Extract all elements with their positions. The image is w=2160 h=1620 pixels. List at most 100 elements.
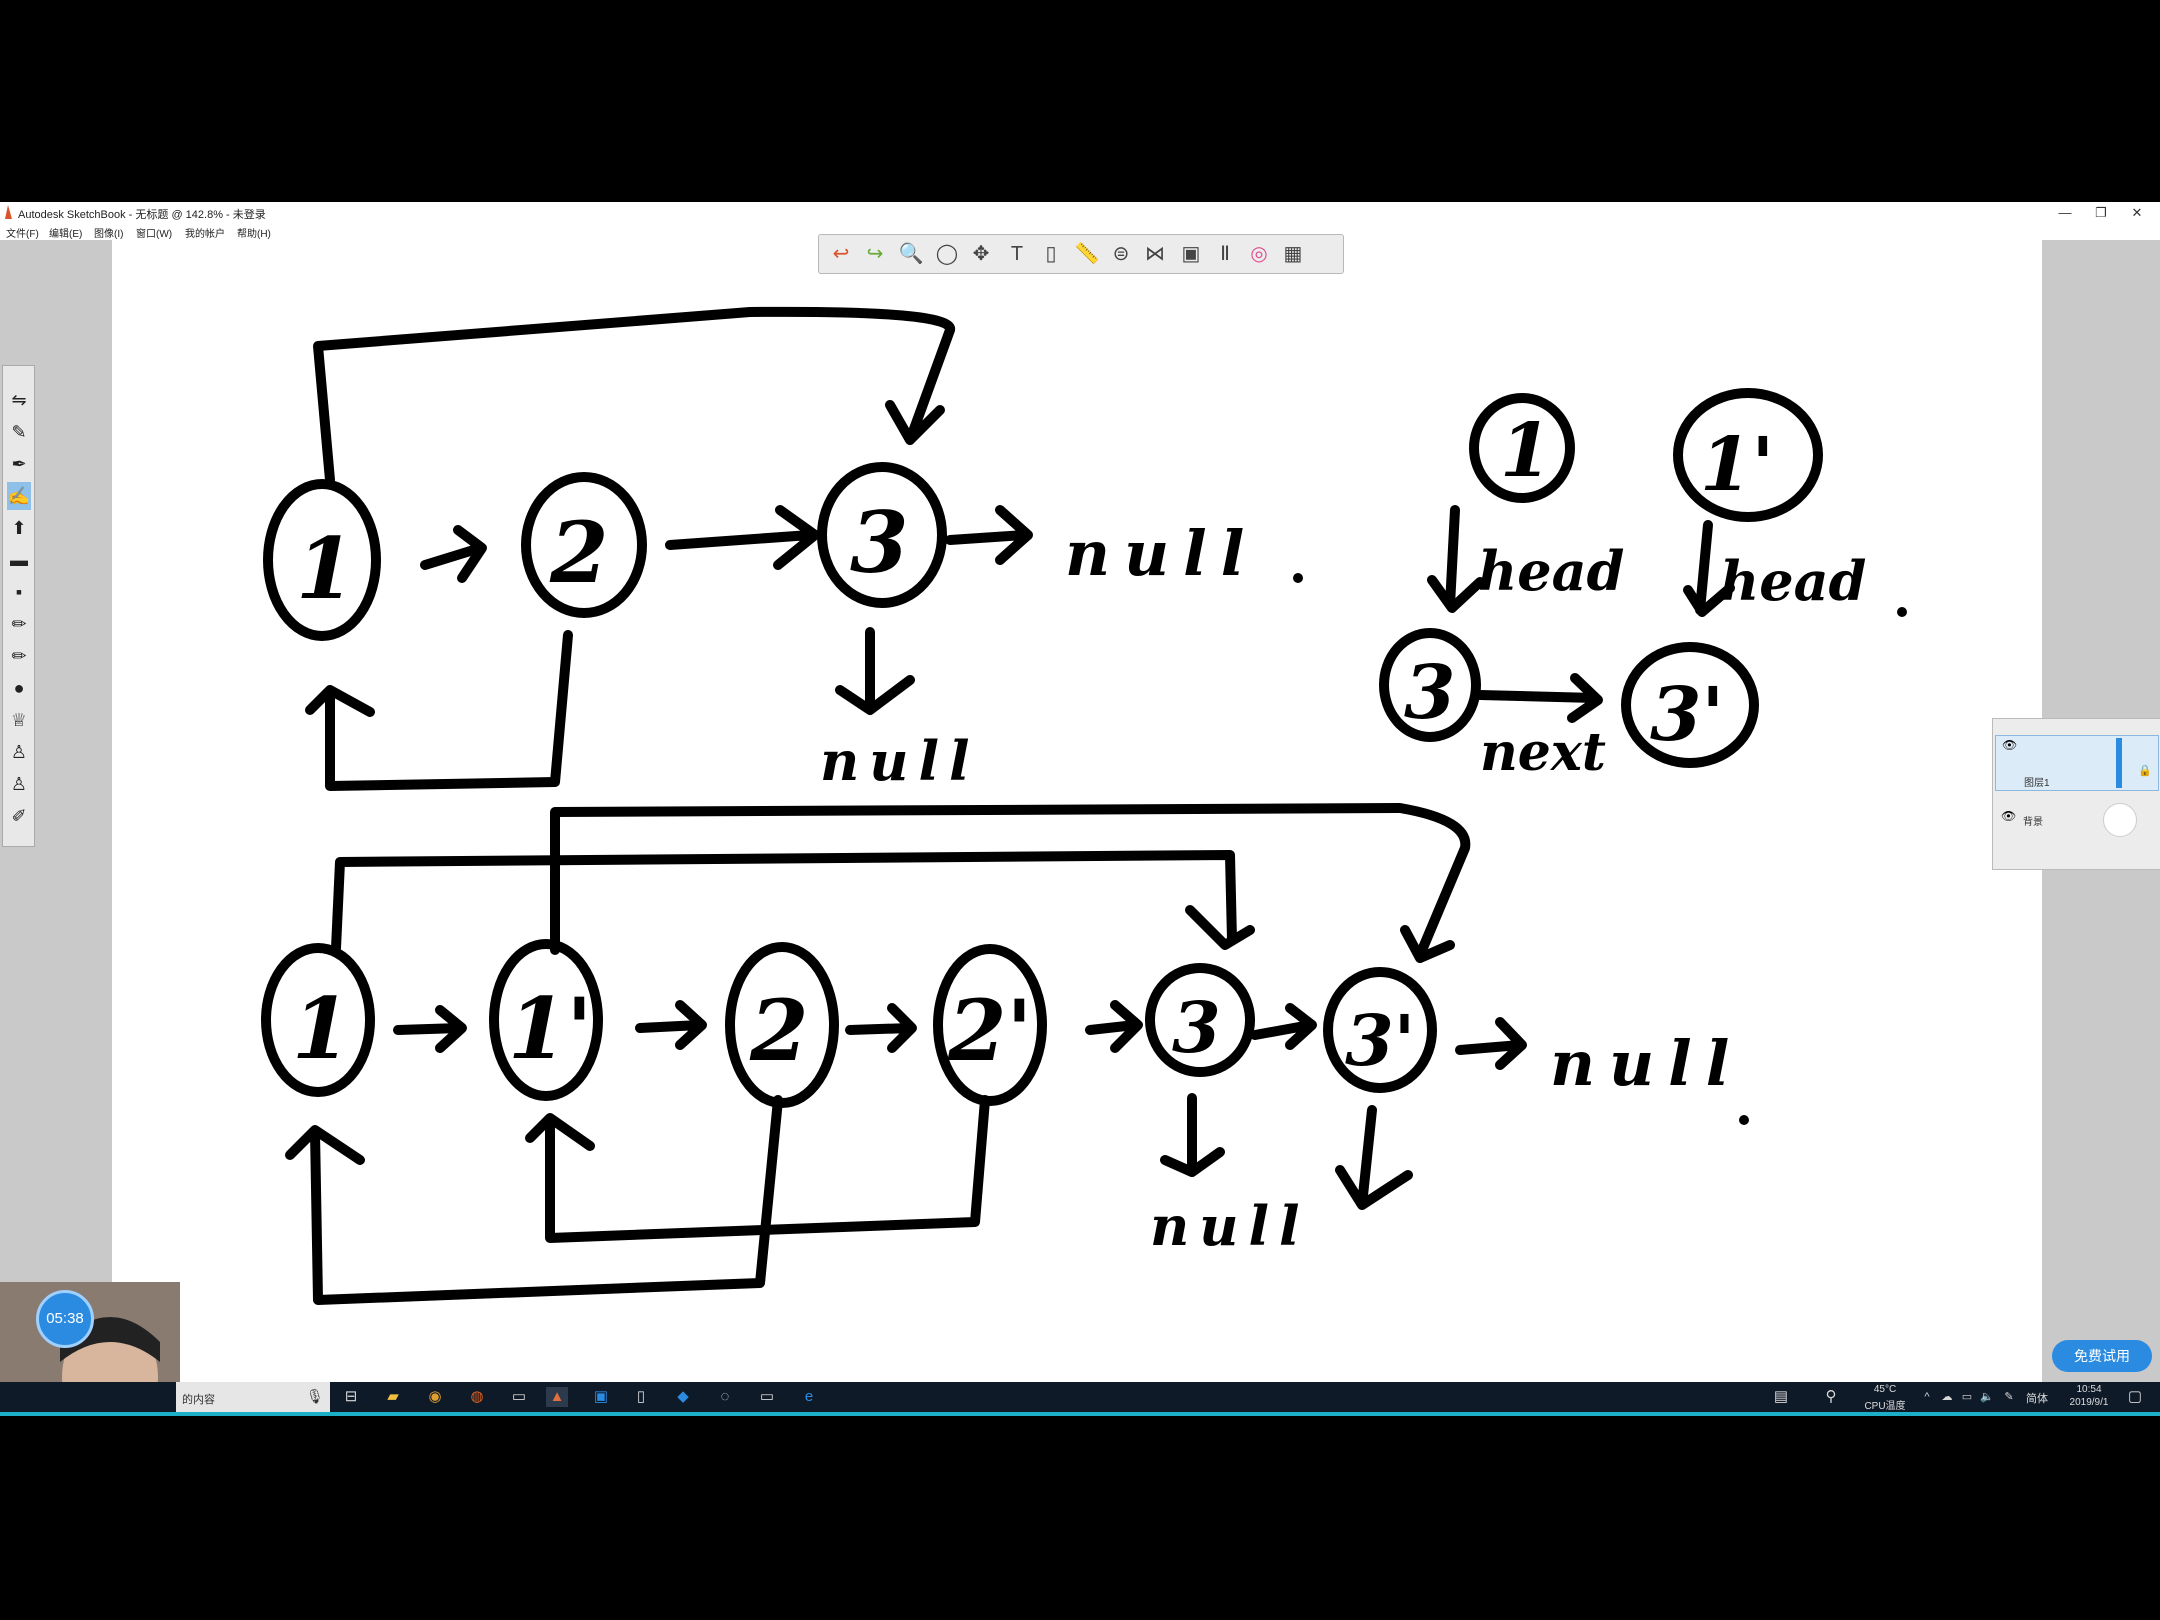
text-icon[interactable]: T: [1010, 243, 1024, 265]
ruler-icon[interactable]: 📏: [1074, 243, 1100, 265]
menu-edit[interactable]: 编辑(E): [49, 229, 83, 240]
cpu-temp: 45°C: [1873, 1384, 1897, 1395]
bucket-icon[interactable]: ▯: [1045, 243, 1057, 265]
restore-button[interactable]: ❐: [2095, 205, 2107, 220]
lock-icon[interactable]: 🔒: [2138, 765, 2152, 777]
background-color-swatch[interactable]: [2103, 803, 2137, 837]
free-trial-button[interactable]: 免费试用: [2052, 1340, 2152, 1372]
head-arrow-2: [1683, 520, 1735, 617]
menu-window[interactable]: 窗口(W): [136, 229, 173, 240]
app-icon[interactable]: ▭: [511, 1388, 527, 1405]
brush-tool-icon[interactable]: ♙: [10, 774, 28, 794]
menu-bar: 文件(F) 编辑(E) 图像(I) 窗口(W) 我的帐户 帮助(H): [0, 223, 2160, 240]
brush-tool-icon[interactable]: ✒: [11, 454, 27, 474]
network-icon[interactable]: ▭: [1961, 1391, 1973, 1403]
brush-tool-icon[interactable]: ⬆: [11, 518, 27, 538]
symmetry-icon[interactable]: ⋈: [1145, 243, 1165, 265]
random-arrow-b1p-b3p: [550, 803, 1471, 963]
layer-opacity-bar[interactable]: [2116, 738, 2122, 788]
eye-icon[interactable]: 👁: [2001, 809, 2017, 823]
app-icon[interactable]: ◌: [720, 1388, 730, 1405]
redo-icon[interactable]: ↪: [866, 243, 884, 265]
color-wheel-icon[interactable]: ◎: [1250, 243, 1268, 265]
recording-timer: 05:38: [36, 1290, 94, 1348]
label-r3: 3: [1404, 650, 1456, 736]
clock-date[interactable]: 2019/9/1: [2069, 1397, 2109, 1408]
node-circle-2: [521, 472, 647, 618]
label-r1p: 1': [1700, 422, 1774, 508]
brush-tool-icon[interactable]: ⇋: [11, 390, 27, 410]
cloud-icon[interactable]: ☁: [1941, 1391, 1953, 1403]
brush-tool-icon[interactable]: ▬: [10, 550, 28, 570]
ime-indicator[interactable]: 简体: [2026, 1393, 2048, 1405]
label-3: 3: [850, 493, 908, 592]
arrow-b2p-b3: [1085, 1000, 1143, 1053]
zoom-icon[interactable]: 🔍: [898, 243, 924, 265]
minimize-button[interactable]: —: [2058, 205, 2072, 220]
brush-tool-icon[interactable]: ♙: [10, 742, 28, 762]
move-icon[interactable]: ✥: [972, 243, 990, 265]
brush-tool-icon[interactable]: ✐: [11, 806, 27, 826]
tray-icon[interactable]: ⚲: [1825, 1388, 1837, 1405]
dot-mark: [1897, 607, 1907, 617]
task-view-icon[interactable]: ⊟: [344, 1388, 358, 1405]
eye-icon[interactable]: 👁: [2002, 738, 2018, 752]
label-null-3: null: [820, 729, 980, 793]
brush-tool-icon[interactable]: ✏: [11, 614, 27, 634]
brush-tool-icon[interactable]: ♕: [10, 710, 28, 730]
edge-icon[interactable]: e: [804, 1388, 814, 1405]
arrow-b3p-null: [1455, 1017, 1527, 1070]
menu-account[interactable]: 我的帐户: [185, 229, 225, 240]
layer-row-1[interactable]: 👁 图层1 🔒: [1995, 735, 2159, 791]
file-explorer-icon[interactable]: ▰: [387, 1388, 399, 1405]
stamp-icon[interactable]: ▣: [1181, 243, 1201, 265]
app-icon[interactable]: ◆: [677, 1388, 689, 1405]
chevron-up-icon[interactable]: ^: [1924, 1391, 1930, 1403]
node-circle-b1: [261, 943, 375, 1097]
app-icon[interactable]: ▣: [593, 1388, 609, 1405]
brush-tool-icon[interactable]: ▪: [15, 582, 23, 602]
label-b3p: 3': [1345, 999, 1415, 1082]
arrow-b1-b1p: [393, 1005, 467, 1053]
menu-help[interactable]: 帮助(H): [237, 229, 271, 240]
menu-file[interactable]: 文件(F): [6, 229, 39, 240]
random-arrow-b2p-b1p: [525, 1095, 990, 1243]
lasso-icon[interactable]: ◯: [935, 243, 959, 265]
chrome-icon[interactable]: ◉: [428, 1388, 442, 1405]
close-button[interactable]: ✕: [2131, 205, 2143, 220]
microphone-icon[interactable]: 🎙: [306, 1388, 324, 1404]
notification-icon[interactable]: ▢: [2127, 1388, 2143, 1405]
node-circle-r1p: [1673, 388, 1823, 522]
arrow-1-2: [420, 525, 487, 583]
brush-library-icon[interactable]: Ⅱ: [1220, 243, 1230, 265]
brush-tool-icon[interactable]: ●: [13, 678, 25, 698]
undo-icon[interactable]: ↩: [832, 243, 850, 265]
label-head-1: head: [1478, 539, 1624, 603]
node-circle-r3: [1379, 628, 1481, 742]
brush-tool-icon[interactable]: ✍: [7, 482, 31, 510]
tray-icon[interactable]: ▤: [1773, 1388, 1789, 1405]
node-circle-3: [817, 462, 947, 608]
layer-editor: 👁 图层1 🔒 👁 背景: [1992, 718, 2160, 870]
label-b2: 2: [749, 981, 808, 1080]
firefox-icon[interactable]: ◍: [470, 1388, 484, 1405]
document-icon[interactable]: ▯: [636, 1388, 646, 1405]
layer-row-background[interactable]: 👁 背景: [1995, 799, 2157, 843]
menu-image[interactable]: 图像(I): [94, 229, 124, 240]
app-icon[interactable]: ▭: [759, 1388, 775, 1405]
random-arrow-b2-b1: [285, 1095, 783, 1305]
down-arrow-b3p: [1335, 1105, 1413, 1210]
search-box[interactable]: 的内容 🎙: [176, 1382, 330, 1412]
brush-tool-icon[interactable]: ✎: [11, 422, 27, 442]
sketchbook-taskbar-icon[interactable]: ▲: [546, 1387, 568, 1407]
label-r3p: 3': [1650, 672, 1724, 758]
node-circle-r3p: [1621, 642, 1759, 768]
clock-time[interactable]: 10:54: [2076, 1384, 2102, 1395]
node-circle-r1: [1469, 393, 1575, 503]
pen-icon[interactable]: ✎: [2004, 1391, 2014, 1403]
brush-tool-icon[interactable]: ✏: [11, 646, 27, 666]
volume-icon[interactable]: 🔈: [1980, 1391, 1994, 1403]
search-text: 的内容: [182, 1394, 215, 1406]
ellipse-icon[interactable]: ⊜: [1112, 243, 1130, 265]
copic-icon[interactable]: ▦: [1283, 243, 1303, 265]
